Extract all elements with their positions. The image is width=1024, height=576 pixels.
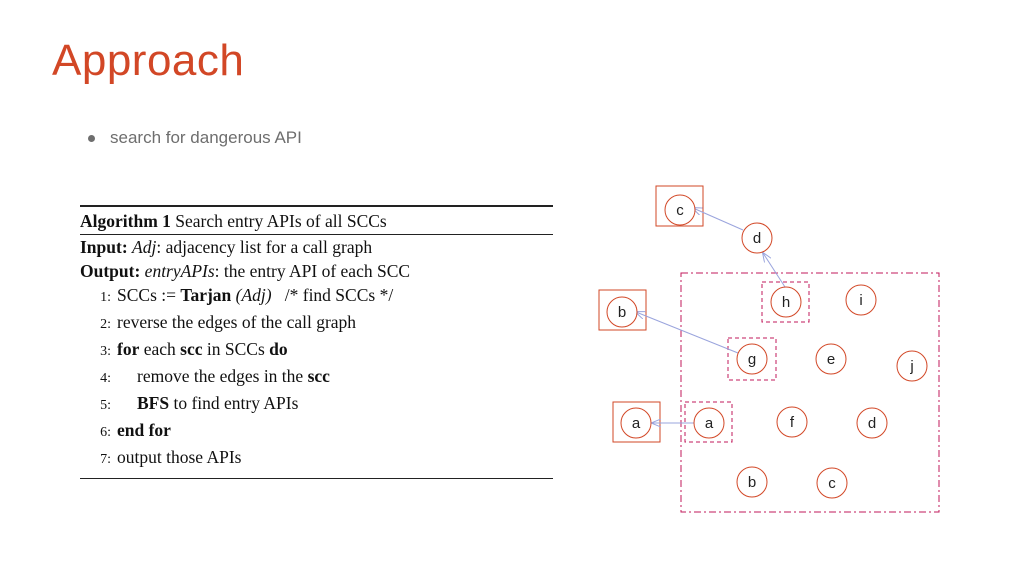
line-keyword: do bbox=[269, 339, 288, 359]
scc-entry-box-a bbox=[684, 401, 733, 443]
line-number: 6: bbox=[100, 425, 111, 440]
line-text: each bbox=[139, 339, 181, 359]
input-label: Input: bbox=[80, 237, 128, 257]
line-keyword: for bbox=[117, 339, 140, 359]
graph-node-f bbox=[776, 406, 808, 438]
graph-node-b-in bbox=[736, 466, 768, 498]
graph-node-a-left bbox=[620, 407, 652, 439]
graph-node-label: e bbox=[827, 351, 835, 368]
graph-node-i bbox=[845, 284, 877, 316]
edge-h-to-d bbox=[763, 253, 786, 288]
line-number: 1: bbox=[100, 290, 111, 305]
graph-node-j bbox=[896, 350, 928, 382]
bullet-text: search for dangerous API bbox=[110, 128, 302, 147]
algorithm-line-6: 6: end for bbox=[80, 418, 553, 445]
graph-node-d-top bbox=[741, 222, 773, 254]
algorithm-caption: Algorithm 1 Search entry APIs of all SCC… bbox=[80, 207, 553, 234]
graph-node-a-in bbox=[693, 407, 725, 439]
algorithm-input: Input: Adj: adjacency list for a call gr… bbox=[80, 235, 553, 259]
graph-node-label: b bbox=[748, 474, 756, 491]
input-text: : adjacency list for a call graph bbox=[156, 237, 373, 257]
algorithm-rule-mid bbox=[80, 234, 553, 235]
line-text: output those APIs bbox=[117, 447, 242, 467]
algorithm-line-5: 5: BFS to find entry APIs bbox=[80, 391, 553, 418]
algorithm-rule-bottom bbox=[80, 478, 553, 479]
scc-entry-box-g bbox=[727, 337, 777, 381]
algorithm-caption-label: Algorithm 1 bbox=[80, 211, 171, 231]
output-label: Output: bbox=[80, 261, 141, 281]
graph-node-label: a bbox=[705, 415, 714, 432]
line-number: 2: bbox=[100, 317, 111, 332]
graph-node-label: b bbox=[618, 304, 626, 321]
line-text: SCCs := bbox=[117, 285, 181, 305]
algorithm-line-3: 3: for each scc in SCCs do bbox=[80, 337, 553, 364]
entry-box-c bbox=[655, 185, 704, 227]
algorithm-line-2: 2: reverse the edges of the call graph bbox=[80, 310, 553, 337]
line-keyword: BFS bbox=[137, 393, 170, 413]
line-number: 3: bbox=[100, 344, 111, 359]
line-comment: /* find SCCs */ bbox=[271, 285, 394, 305]
graph-node-label: i bbox=[859, 292, 862, 309]
graph-node-b-left bbox=[606, 296, 638, 328]
graph-node-c-in bbox=[816, 467, 848, 499]
output-text: : the entry API of each SCC bbox=[214, 261, 411, 281]
algorithm-box: Algorithm 1 Search entry APIs of all SCC… bbox=[80, 205, 553, 479]
graph-node-c-top bbox=[664, 194, 696, 226]
graph-node-label: f bbox=[790, 414, 795, 431]
line-number: 7: bbox=[100, 452, 111, 467]
line-text: in SCCs bbox=[202, 339, 270, 359]
line-keyword: scc bbox=[307, 366, 330, 386]
line-keyword: Tarjan bbox=[180, 285, 232, 305]
graph-node-h bbox=[770, 286, 802, 318]
line-text: reverse the edges of the call graph bbox=[117, 312, 357, 332]
algorithm-caption-text: Search entry APIs of all SCCs bbox=[175, 211, 387, 231]
graph-node-label: h bbox=[782, 294, 790, 311]
output-var: entryAPIs bbox=[144, 261, 215, 281]
algorithm-line-1: 1: SCCs := Tarjan (Adj) /* find SCCs */ bbox=[80, 283, 553, 310]
graph-node-g bbox=[736, 343, 768, 375]
algorithm-output: Output: entryAPIs: the entry API of each… bbox=[80, 259, 553, 283]
line-number: 5: bbox=[100, 398, 111, 413]
input-var: Adj bbox=[132, 237, 157, 257]
edge-g-to-b bbox=[636, 312, 739, 354]
bullet-item: search for dangerous API bbox=[88, 128, 302, 148]
edge-d-to-c bbox=[693, 208, 744, 231]
bullet-dot-icon bbox=[88, 134, 95, 142]
algorithm-line-7: 7: output those APIs bbox=[80, 445, 553, 472]
line-number: 4: bbox=[100, 371, 111, 386]
line-keyword: scc bbox=[180, 339, 203, 359]
graph-node-label: c bbox=[828, 475, 836, 492]
graph-node-label: d bbox=[868, 415, 876, 432]
algorithm-rule-top bbox=[80, 205, 553, 207]
graph-node-e bbox=[815, 343, 847, 375]
entry-box-b bbox=[598, 289, 647, 331]
graph-node-d-in bbox=[856, 407, 888, 439]
graph-node-label: a bbox=[632, 415, 641, 432]
line-var: (Adj) bbox=[235, 285, 272, 305]
line-keyword: end for bbox=[117, 420, 171, 440]
graph-node-label: c bbox=[676, 202, 684, 219]
line-text: remove the edges in the bbox=[137, 366, 308, 386]
graph-node-label: d bbox=[753, 230, 761, 247]
scc-region-box bbox=[680, 272, 940, 513]
algorithm-line-4: 4: remove the edges in the scc bbox=[80, 364, 553, 391]
scc-entry-box-h bbox=[761, 281, 810, 323]
graph-node-label: j bbox=[909, 358, 913, 375]
line-text: to find entry APIs bbox=[169, 393, 299, 413]
graph-node-label: g bbox=[748, 351, 756, 368]
slide-title: Approach bbox=[52, 36, 245, 85]
